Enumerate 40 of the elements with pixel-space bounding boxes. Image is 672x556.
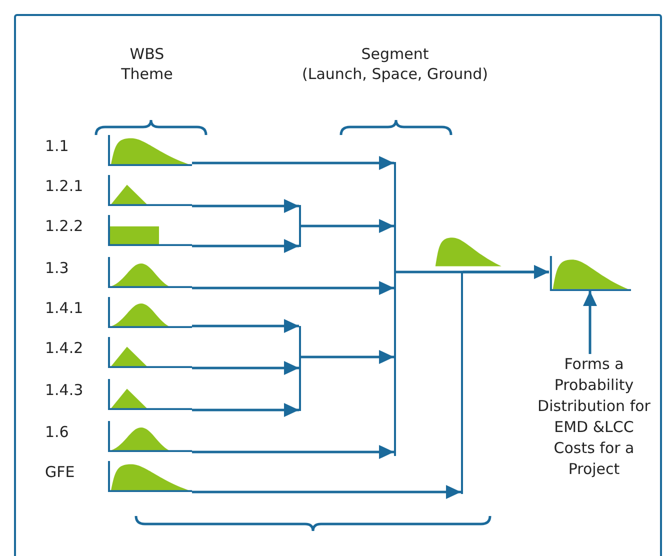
arrow [192,319,299,333]
row-label: 1.3 [45,259,69,277]
row-label: 1.1 [45,137,69,155]
arrow [192,485,461,499]
row-label: 1.4.3 [45,381,84,399]
column-heading: (Launch, Space, Ground) [302,64,488,84]
arrow [192,445,394,459]
junction-line [299,205,301,247]
distribution-plot-icon [107,257,192,288]
arrow [192,403,299,417]
column-heading: Segment [361,44,429,64]
arrow [192,199,299,213]
distribution-plot-icon [107,215,192,246]
distribution-plot-icon [107,297,192,328]
distribution-plot-icon [107,175,192,206]
column-heading: WBS Theme [120,44,174,84]
row-label: 1.6 [45,423,69,441]
distribution-plot-icon [107,461,192,492]
arrow [301,219,394,233]
distribution-plot-icon [107,135,192,166]
junction-line [394,162,396,456]
row-label: 1.4.2 [45,339,84,357]
note-text: Forms a Probability Distribution for EMD &LCC Costs for a Project [534,354,654,484]
distribution-plot-icon [107,337,192,368]
junction-line [461,272,463,494]
distribution-plot-icon [107,421,192,452]
row-label: GFE [45,463,75,481]
arrow [192,156,394,170]
row-label: 1.4.1 [45,299,84,317]
arrow [192,239,299,253]
junction-line [299,326,301,411]
arrow [192,361,299,375]
row-label: 1.2.2 [45,217,84,235]
arrow [583,291,597,354]
row-label: 1.2.1 [45,177,84,195]
arrow [301,350,394,364]
distribution-plot-icon [549,256,631,291]
arrow [192,281,394,295]
arrow [463,265,549,279]
distribution-plot-icon [107,379,192,410]
